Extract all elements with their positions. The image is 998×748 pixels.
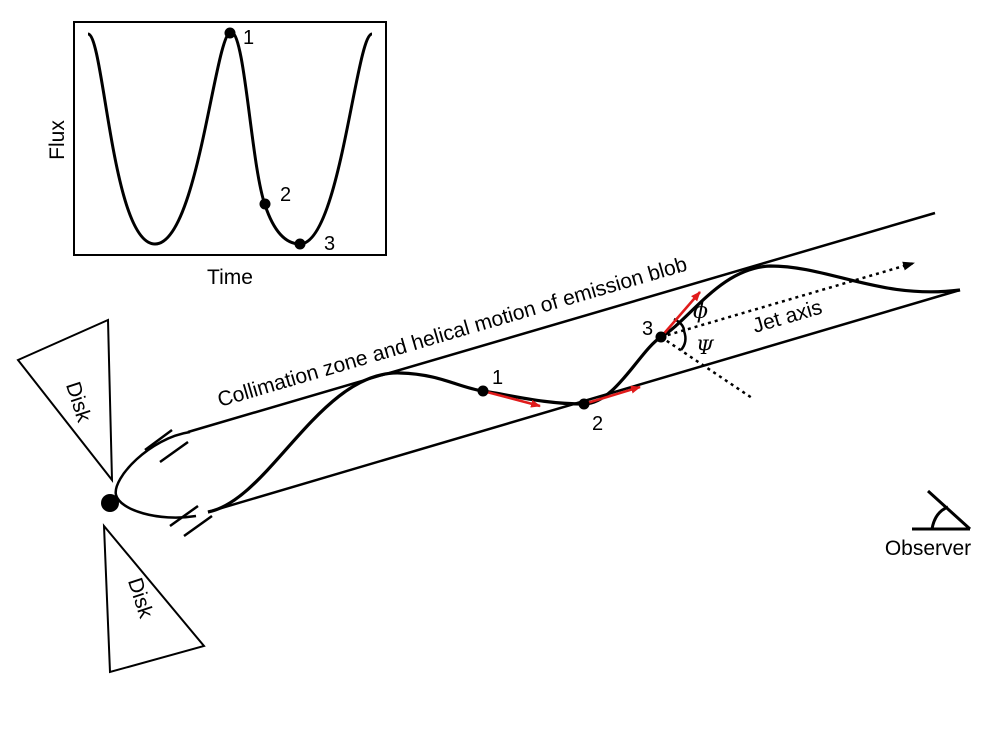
velocity-arrows <box>482 291 701 408</box>
flux-point-3-label: 3 <box>324 233 335 255</box>
line-of-sight <box>660 335 753 400</box>
black-hole <box>101 494 119 512</box>
x-axis-label: Time <box>207 266 253 289</box>
y-axis-label: Flux <box>46 120 69 160</box>
lower-break-mark-b <box>183 514 213 538</box>
blob-point-3-marker <box>655 331 667 343</box>
flux-point-1-label: 1 <box>243 27 254 49</box>
blob-point-1-label: 1 <box>492 367 503 389</box>
flux-point-2-label: 2 <box>280 184 291 206</box>
observer-label: Observer <box>885 537 971 560</box>
upper-disk <box>16 318 114 483</box>
jet-axis-line <box>660 261 915 339</box>
upper-break-mark-b <box>159 440 189 464</box>
jet-axis-label: Jet axis <box>750 296 825 338</box>
lower-disk <box>102 523 206 674</box>
jet-upper-wall <box>187 211 936 434</box>
inset-frame <box>73 21 387 256</box>
lower-break-mark-a <box>169 504 199 528</box>
collimation-caption: Collimation zone and helical motion of e… <box>215 253 690 412</box>
phi-symbol: ϕ <box>693 299 708 324</box>
blob-point-2-marker <box>578 398 590 410</box>
upper-break-mark-a <box>144 428 173 452</box>
velocity-arrow-3 <box>660 291 701 338</box>
flux-point-1-marker <box>224 27 236 39</box>
psi-symbol: Ψ <box>696 335 715 359</box>
blob-point-3-label: 3 <box>642 318 653 340</box>
blob-point-1-marker <box>477 385 489 397</box>
velocity-arrow-1 <box>482 389 541 408</box>
jet-base-curve <box>114 430 197 519</box>
flux-point-2-marker <box>259 198 271 210</box>
psi-angle-arc <box>680 330 687 351</box>
eye-icon <box>930 505 949 530</box>
blob-point-2-label: 2 <box>592 413 603 435</box>
jet-cone <box>114 211 961 538</box>
flux-curve <box>86 30 373 246</box>
observer: Observer <box>885 489 972 560</box>
inset-light-curve: 1 2 3 Time Flux <box>46 21 387 289</box>
velocity-arrow-2 <box>583 385 641 406</box>
flux-point-3-marker <box>294 238 306 250</box>
accretion-disk: Disk Disk <box>16 318 206 674</box>
observer-sightline <box>926 489 972 531</box>
